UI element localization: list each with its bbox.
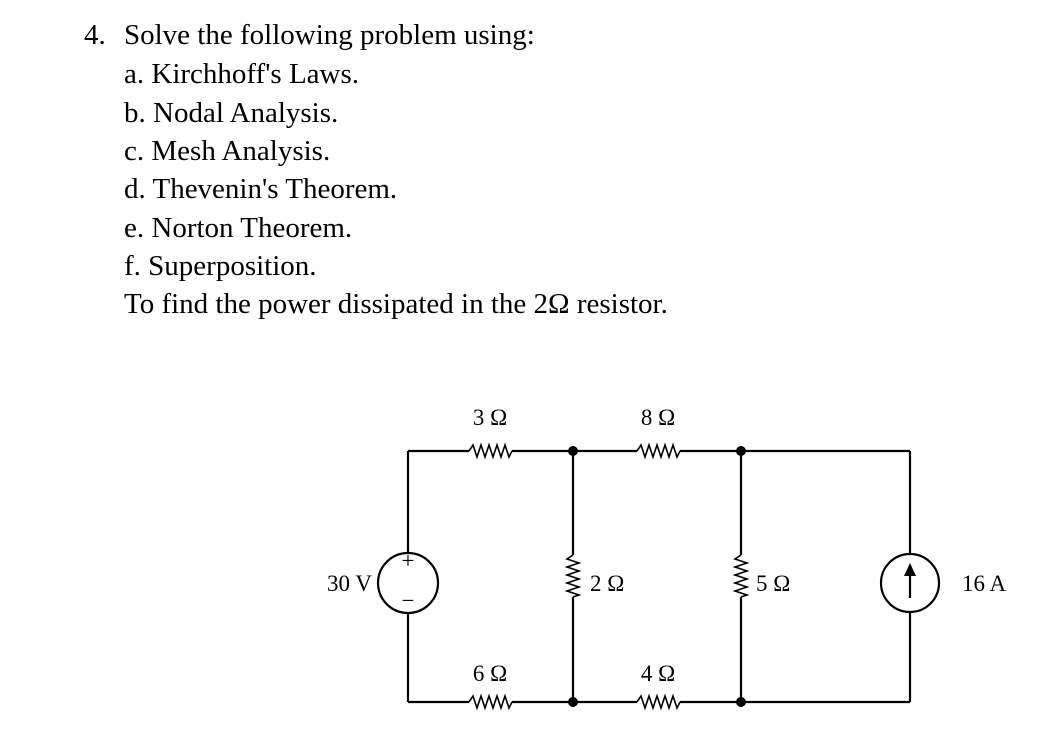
option-d: d. Thevenin's Theorem. bbox=[124, 173, 398, 205]
voltage-source: + − bbox=[376, 548, 440, 615]
question-instruction: Solve the following problem using: bbox=[124, 19, 535, 51]
resistor-6-ohm bbox=[468, 693, 513, 711]
junction-dot bbox=[568, 446, 578, 456]
question-goal: To find the power dissipated in the 2Ω r… bbox=[124, 288, 668, 320]
option-c: c. Mesh Analysis. bbox=[124, 135, 331, 167]
option-a: a. Kirchhoff's Laws. bbox=[124, 58, 360, 90]
label-5-ohm: 5 Ω bbox=[756, 571, 790, 596]
resistor-8-ohm bbox=[636, 442, 681, 460]
label-6-ohm: 6 Ω bbox=[473, 661, 507, 686]
label-2-ohm: 2 Ω bbox=[590, 571, 624, 596]
option-e: e. Norton Theorem. bbox=[124, 212, 353, 244]
label-4-ohm: 4 Ω bbox=[641, 661, 675, 686]
junction-dot bbox=[568, 697, 578, 707]
resistor-5-ohm bbox=[732, 554, 750, 598]
option-f: f. Superposition. bbox=[124, 250, 317, 282]
resistor-4-ohm bbox=[636, 693, 681, 711]
label-current-source: 16 A bbox=[962, 571, 1006, 596]
resistor-3-ohm bbox=[468, 442, 513, 460]
voltage-source-plus: + bbox=[402, 548, 415, 573]
voltage-source-minus: − bbox=[402, 588, 415, 613]
resistor-2-ohm bbox=[564, 554, 582, 598]
label-3-ohm: 3 Ω bbox=[473, 405, 507, 430]
current-source bbox=[879, 552, 941, 614]
junction-dot bbox=[736, 446, 746, 456]
label-voltage-source: 30 V bbox=[327, 571, 372, 596]
junction-dots bbox=[568, 446, 746, 707]
junction-dot bbox=[736, 697, 746, 707]
label-8-ohm: 8 Ω bbox=[641, 405, 675, 430]
option-b: b. Nodal Analysis. bbox=[124, 97, 339, 129]
question-number: 4. bbox=[84, 19, 106, 51]
current-arrow-up-icon bbox=[904, 563, 916, 576]
